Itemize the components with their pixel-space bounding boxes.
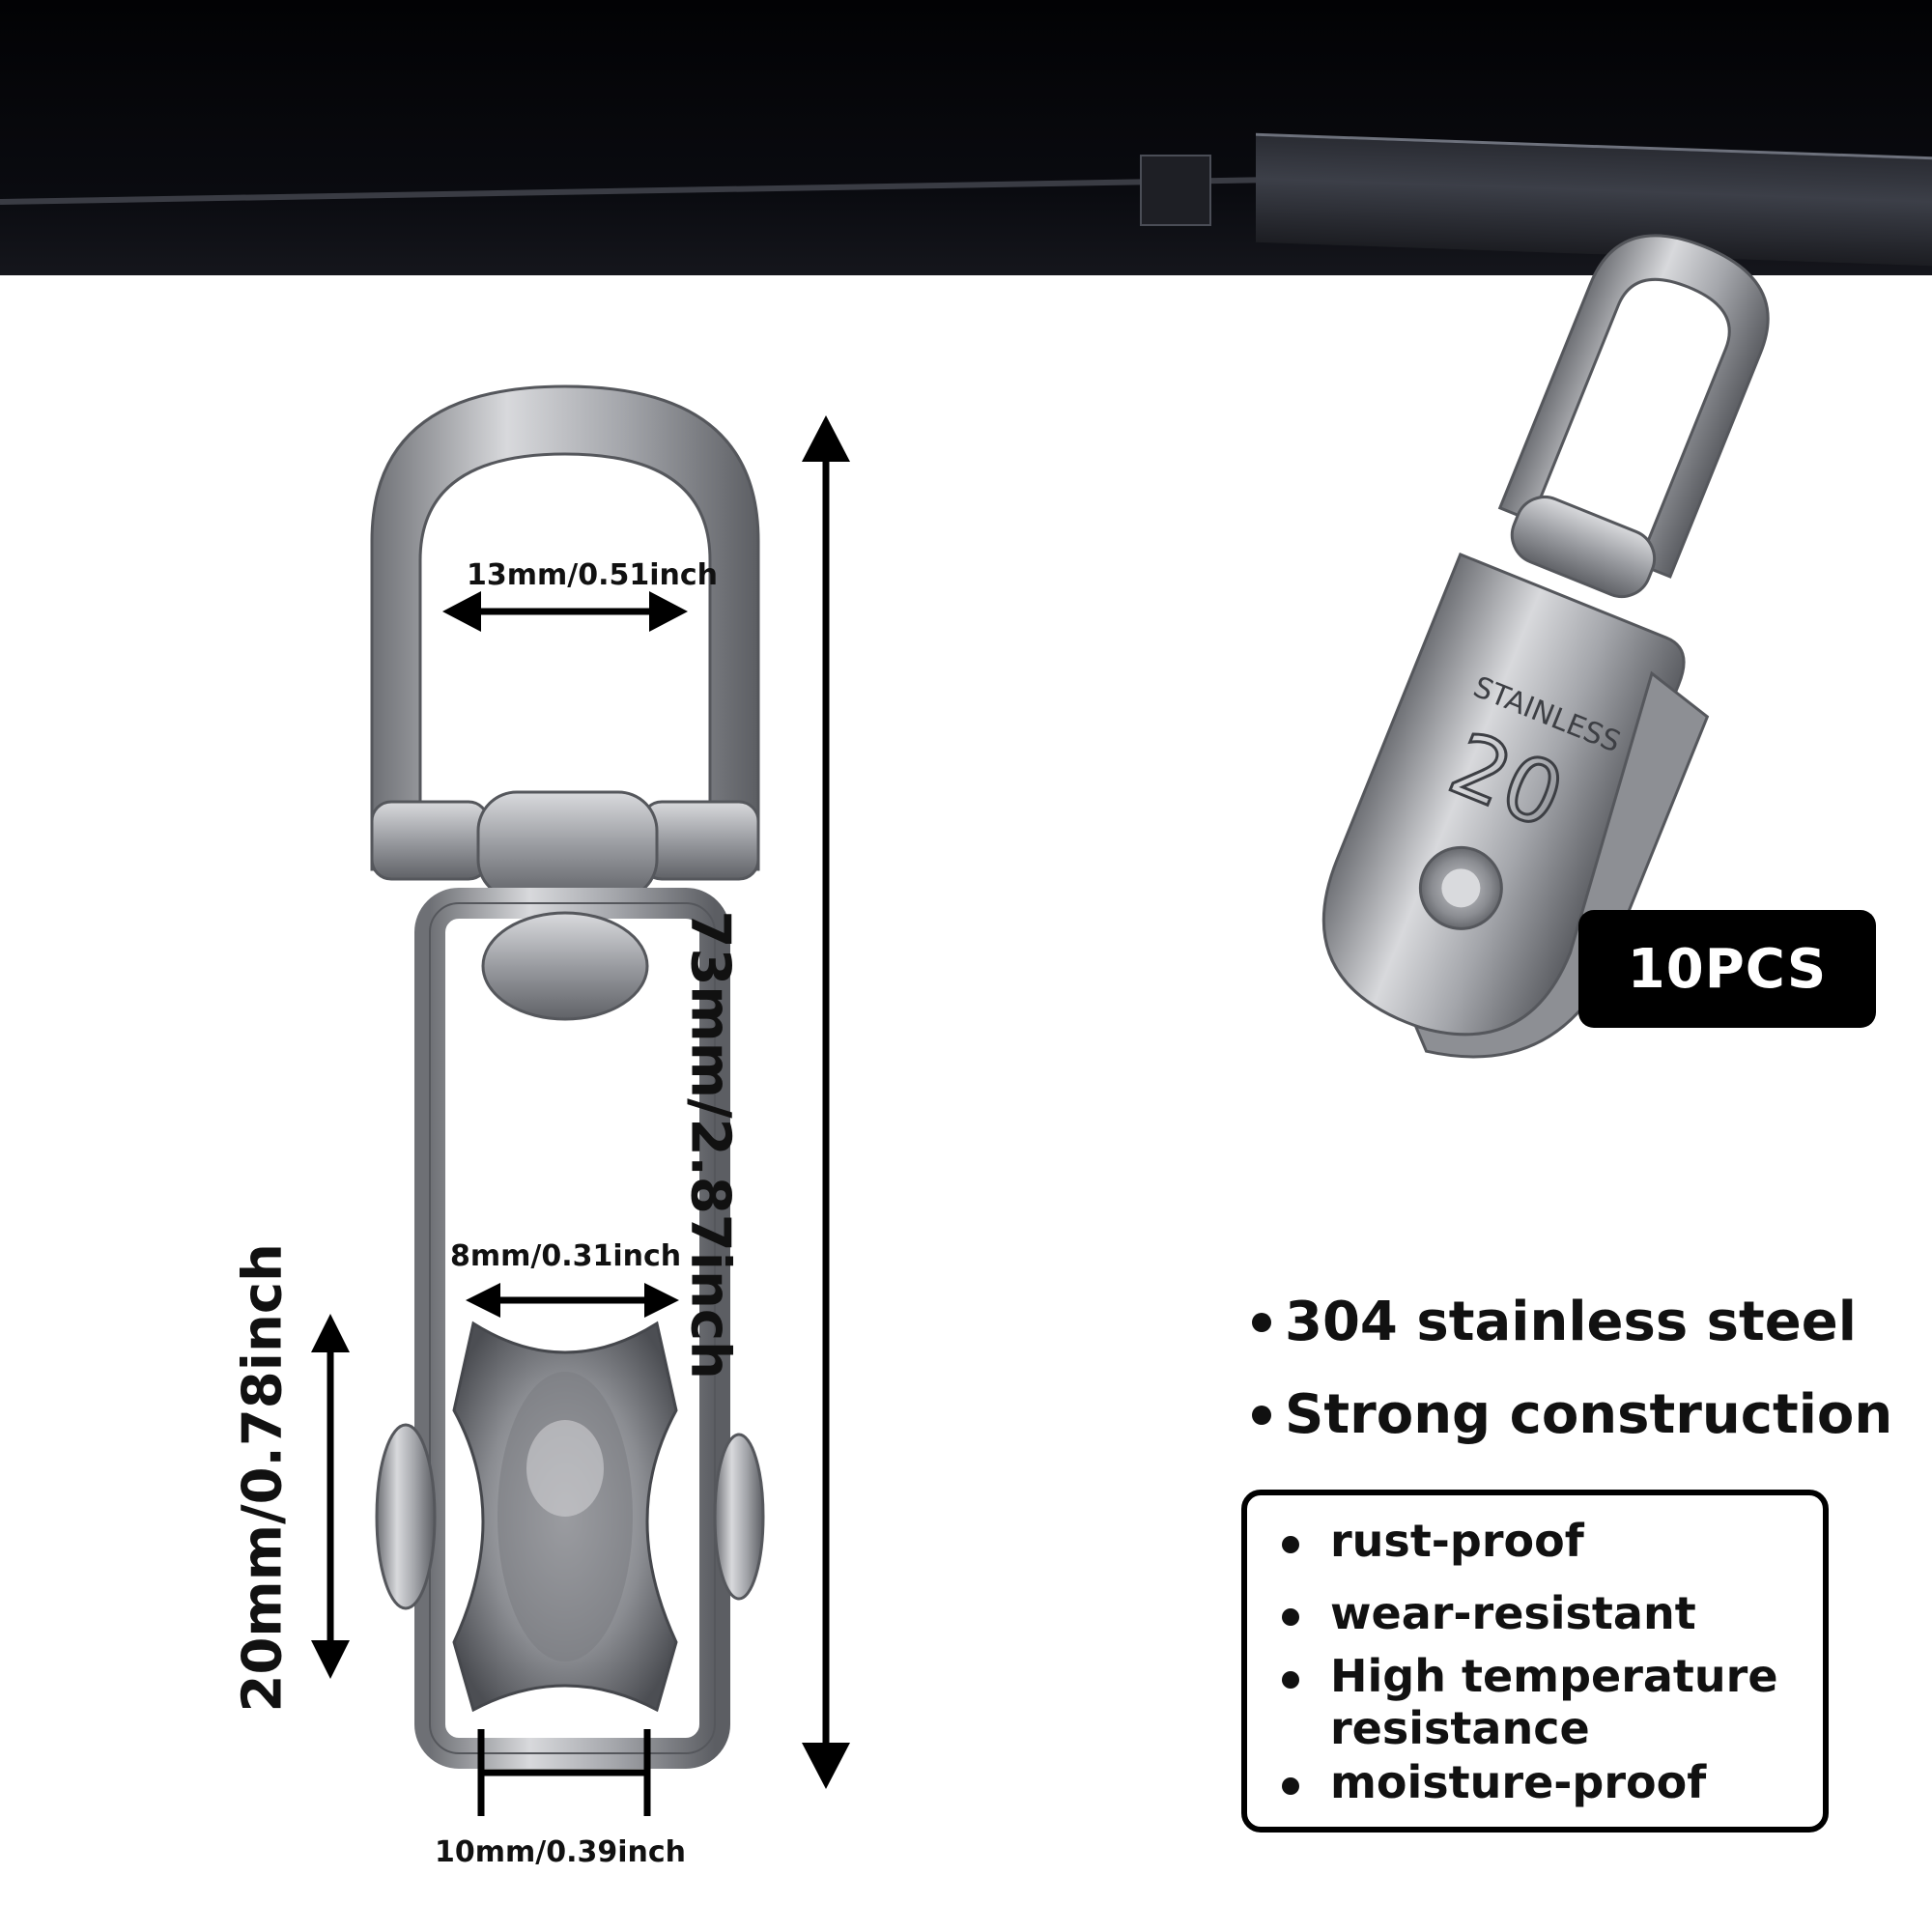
feature-text: Strong construction [1285, 1383, 1893, 1446]
properties-box: rust-proof wear-resistant High temperatu… [1241, 1490, 1829, 1833]
bullet-icon [1282, 1608, 1299, 1626]
property-item: High temperature resistance [1282, 1650, 1784, 1754]
quantity-badge: 10PCS [1578, 910, 1876, 1028]
loop-width-label: 13mm/0.51inch [467, 558, 719, 592]
quantity-label: 10PCS [1627, 937, 1828, 1001]
bullet-icon [1282, 1536, 1299, 1553]
beam-bracket [1140, 155, 1211, 226]
pulley-front-view [370, 384, 765, 1769]
wheel-diameter-label: 20mm/0.78inch [231, 1243, 295, 1713]
property-item: wear-resistant [1282, 1587, 1696, 1639]
pulley-hanging-view [1321, 234, 1770, 1059]
bullet-icon [1282, 1777, 1299, 1795]
frame-width-label: 10mm/0.39inch [435, 1835, 687, 1869]
feature-material: 304 stainless steel [1252, 1291, 1857, 1353]
dimension-lines [311, 415, 850, 1816]
ceiling-beam [0, 0, 1932, 275]
bullet-icon [1282, 1671, 1299, 1689]
bullet-icon [1252, 1405, 1271, 1425]
bullet-icon [1252, 1312, 1271, 1332]
feature-construction: Strong construction [1252, 1383, 1892, 1446]
feature-text: 304 stainless steel [1285, 1291, 1857, 1353]
property-item: moisture-proof [1282, 1756, 1706, 1808]
total-length-label: 73mm/2.87inch [678, 910, 742, 1379]
groove-width-label: 8mm/0.31inch [450, 1239, 682, 1273]
property-item: rust-proof [1282, 1515, 1584, 1567]
